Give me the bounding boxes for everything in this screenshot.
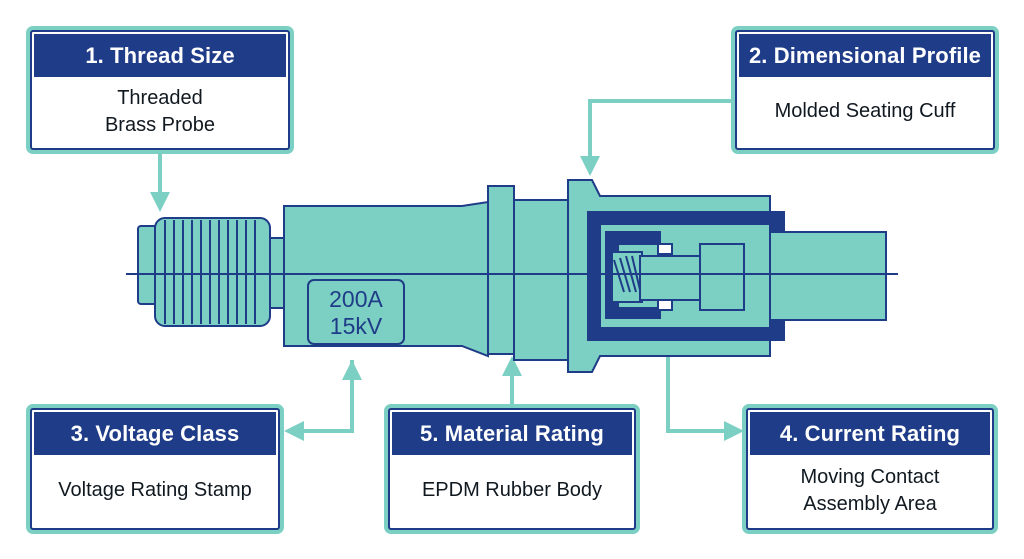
- callout-material-rating-title: 5. Material Rating: [392, 412, 632, 455]
- contact-head: [699, 243, 745, 311]
- threaded-probe-thread: [154, 217, 271, 327]
- stamp-plate: [307, 279, 405, 345]
- callout-dimensional-profile: 2. Dimensional Profile Molded Seating Cu…: [731, 26, 999, 154]
- leader-voltage-class: [284, 360, 354, 441]
- thread-ridges: [164, 220, 256, 324]
- callout-thread-size: 1. Thread Size Threaded Brass Probe: [26, 26, 294, 154]
- contact-pin-lower: [657, 299, 673, 311]
- callout-dimensional-profile-text: Molded Seating Cuff: [774, 100, 956, 122]
- callout-dimensional-profile-title: 2. Dimensional Profile: [739, 34, 991, 77]
- callout-voltage-class: 3. Voltage Class Voltage Rating Stamp: [26, 404, 284, 534]
- callout-current-rating-title: 4. Current Rating: [750, 412, 990, 455]
- stamp-line-1: 200A: [329, 286, 383, 312]
- callout-material-rating: 5. Material Rating EPDM Rubber Body: [384, 404, 640, 534]
- rear-stem: [769, 231, 887, 321]
- stamp-line-2: 15kV: [330, 313, 383, 339]
- bushing-body: [137, 179, 887, 373]
- callout-thread-size-title: 1. Thread Size: [34, 34, 286, 77]
- callout-current-rating-text: Moving Contact Assembly Area: [800, 465, 940, 515]
- callout-current-rating: 4. Current Rating Moving Contact Assembl…: [742, 404, 998, 534]
- callout-thread-size-text: Threaded Brass Probe: [104, 86, 216, 136]
- callout-voltage-class-text: Voltage Rating Stamp: [58, 479, 252, 501]
- contact-pin-upper: [657, 243, 673, 255]
- body-mid: [513, 199, 571, 361]
- contact-piston: [639, 255, 707, 301]
- leader-dimensional-profile: [580, 99, 733, 176]
- callout-voltage-class-title: 3. Voltage Class: [34, 412, 276, 455]
- callout-material-rating-text: EPDM Rubber Body: [421, 479, 603, 501]
- body-collar: [487, 185, 515, 355]
